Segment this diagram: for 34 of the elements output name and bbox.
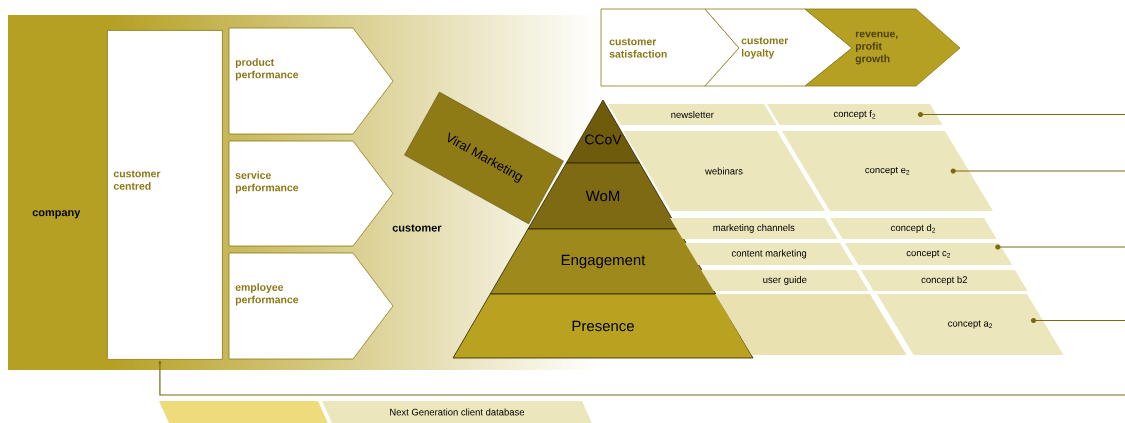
band-cell: content marketing [685, 243, 854, 265]
chevron-box: employee performance [228, 252, 394, 360]
chevron-box: revenue, profit growth [804, 8, 961, 87]
pyramid-level: WoM [527, 162, 679, 230]
pyramid-level: CCoV [566, 99, 641, 164]
node-label: concept f$_{2}$ [833, 110, 876, 119]
band-cell: user guide [701, 270, 869, 291]
band-cell [159, 401, 328, 423]
node-label: webinars [705, 167, 743, 175]
node-label: newsletter [671, 111, 714, 118]
band-cell: marketing channels [670, 218, 838, 239]
chevron-box: customer loyalty [704, 8, 853, 87]
column-box: customer centred [107, 30, 223, 360]
connector-line [917, 111, 924, 118]
band-cell: newsletter [608, 104, 777, 125]
chevron-box: product performance [228, 27, 394, 135]
connector-line [158, 360, 1125, 396]
band-cell: concept e$_{2}$ [782, 131, 993, 211]
chevron-box: customer satisfaction [600, 8, 740, 87]
connector-line [950, 168, 956, 174]
band-cell: concept f$_{2}$ [767, 104, 943, 125]
band-cell: concept b2 [861, 270, 1028, 291]
connector-line [1030, 317, 1037, 324]
node-label: company [32, 210, 81, 219]
band-cell [715, 294, 907, 355]
band-cell: concept c$_{2}$ [845, 243, 1013, 265]
band-cell: webinars [623, 131, 825, 211]
pyramid-level: Presence [452, 293, 754, 359]
band-cell: concept a$_{2}$ [877, 294, 1064, 355]
connector-line [995, 244, 1001, 250]
side-label: customer [392, 224, 442, 232]
band-cell: Next Generation client database [322, 401, 592, 423]
node-label: concept e$_{2}$ [865, 166, 910, 176]
band-cell: concept d$_{2}$ [830, 218, 997, 239]
